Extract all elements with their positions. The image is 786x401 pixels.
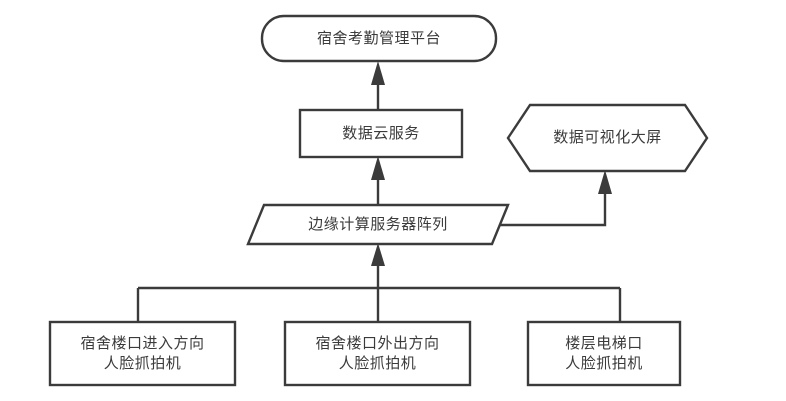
arrowhead-servers-to-cloud: [371, 156, 385, 180]
node-camera-out-shape[interactable]: [283, 320, 472, 387]
edge-servers-to-visual-screen: [500, 193, 607, 227]
node-edge-servers-shape[interactable]: [246, 203, 510, 246]
node-platform-shape[interactable]: [260, 14, 498, 63]
arrowhead-cloud-to-platform: [371, 61, 385, 85]
node-camera-in-shape[interactable]: [48, 320, 237, 387]
arrowhead-servers-to-visual-screen: [598, 170, 612, 194]
node-visual-screen-shape[interactable]: [506, 103, 709, 173]
arrowhead-cameras-to-edge-servers: [371, 243, 385, 266]
node-cloud-service-shape[interactable]: [298, 108, 464, 159]
node-camera-elevator-shape[interactable]: [526, 320, 682, 387]
